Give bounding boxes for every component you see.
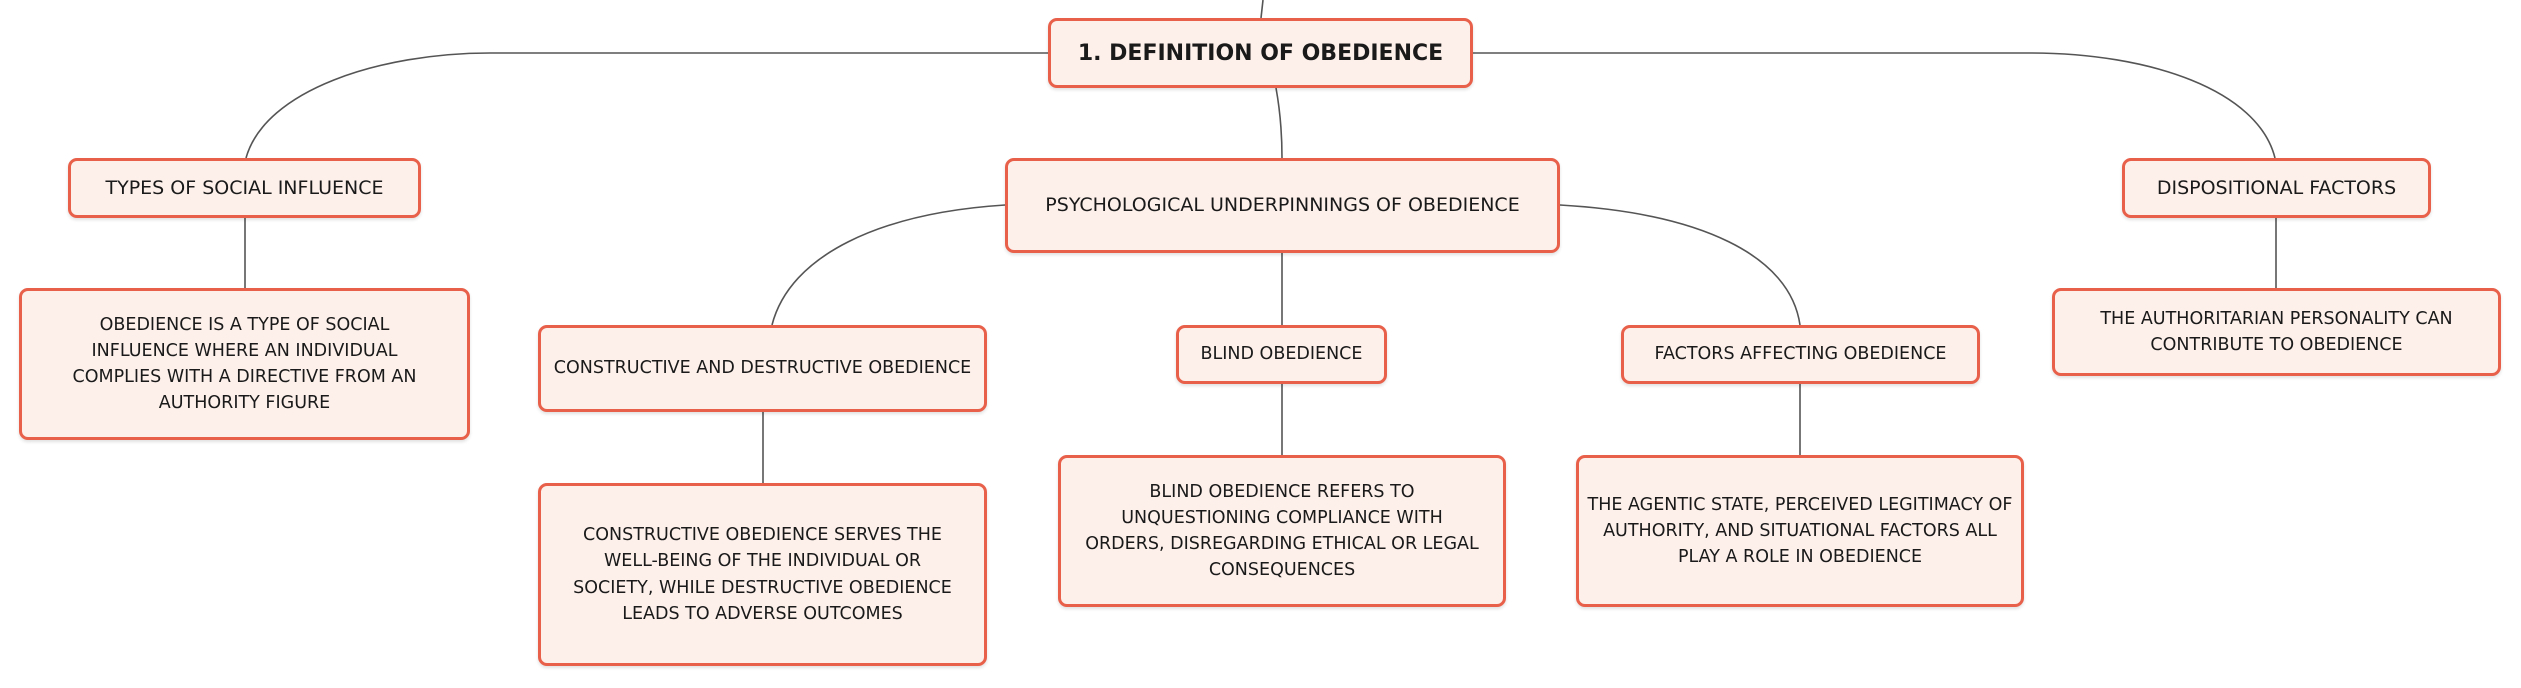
connector-root-parent (1260, 0, 1264, 19)
node-blind-obedience[interactable]: BLIND OBEDIENCE (1176, 325, 1387, 384)
node-factors-affecting[interactable]: FACTORS AFFECTING OBEDIENCE (1621, 325, 1980, 384)
node-label: CONSTRUCTIVE AND DESTRUCTIVE OBEDIENCE (553, 358, 972, 379)
node-label: BLIND OBEDIENCE (1200, 344, 1363, 365)
node-label: THE AGENTIC STATE, PERCEIVED LEGITIMACY … (1587, 494, 2013, 568)
connector-psych-constructive (771, 204, 1006, 326)
node-label: OBEDIENCE IS A TYPE OF SOCIAL INFLUENCE … (72, 314, 417, 414)
connector-root-psychological (1275, 87, 1283, 159)
root-node[interactable]: 1. DEFINITION OF OBEDIENCE (1048, 18, 1473, 88)
node-dispositional-factors[interactable]: DISPOSITIONAL FACTORS (2122, 158, 2431, 218)
node-label: PSYCHOLOGICAL UNDERPINNINGS OF OBEDIENCE (1045, 194, 1520, 217)
node-label: TYPES OF SOCIAL INFLUENCE (105, 176, 384, 199)
node-dispositional-factors-detail[interactable]: THE AUTHORITARIAN PERSONALITY CAN CONTRI… (2052, 288, 2501, 376)
node-label: CONSTRUCTIVE OBEDIENCE SERVES THE WELL-B… (573, 525, 952, 624)
node-label: BLIND OBEDIENCE REFERS TO UNQUESTIONING … (1085, 481, 1479, 581)
node-label: DISPOSITIONAL FACTORS (2156, 176, 2397, 199)
node-label: FACTORS AFFECTING OBEDIENCE (1654, 344, 1947, 365)
root-node-label: 1. DEFINITION OF OBEDIENCE (1077, 40, 1444, 66)
node-types-of-social-influence[interactable]: TYPES OF SOCIAL INFLUENCE (68, 158, 421, 218)
node-factors-affecting-detail[interactable]: THE AGENTIC STATE, PERCEIVED LEGITIMACY … (1576, 455, 2024, 607)
node-blind-obedience-detail[interactable]: BLIND OBEDIENCE REFERS TO UNQUESTIONING … (1058, 455, 1506, 607)
node-psychological-underpinnings[interactable]: PSYCHOLOGICAL UNDERPINNINGS OF OBEDIENCE (1005, 158, 1560, 253)
connector-root-dispositional (1473, 52, 2276, 159)
node-constructive-destructive[interactable]: CONSTRUCTIVE AND DESTRUCTIVE OBEDIENCE (538, 325, 987, 412)
node-types-of-social-influence-detail[interactable]: OBEDIENCE IS A TYPE OF SOCIAL INFLUENCE … (19, 288, 470, 440)
connector-psych-factors (1559, 204, 1801, 326)
node-constructive-destructive-detail[interactable]: CONSTRUCTIVE OBEDIENCE SERVES THE WELL-B… (538, 483, 987, 666)
connector-root-types (245, 52, 1048, 159)
node-label: THE AUTHORITARIAN PERSONALITY CAN CONTRI… (2100, 308, 2453, 355)
